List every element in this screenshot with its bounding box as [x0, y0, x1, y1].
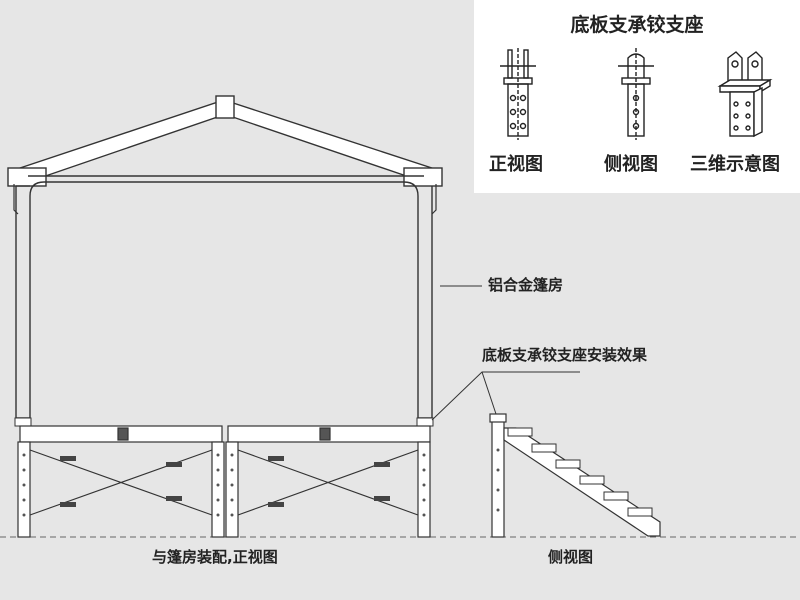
front-assembly-caption: 与篷房装配,正视图 [152, 548, 278, 566]
leg-holes [22, 453, 426, 517]
platform-legs [17, 441, 431, 538]
tent-roof [7, 95, 443, 187]
hinge-install-callout: 底板支承铰支座安装效果 [482, 346, 648, 364]
tent-foot-connectors [14, 417, 434, 427]
side-post-holes [496, 448, 500, 512]
3d-view-icon [717, 51, 773, 138]
leader-lines [431, 285, 580, 421]
front-view-icon [500, 48, 536, 140]
tent-frame [15, 181, 433, 419]
3d-view-label: 三维示意图 [690, 154, 780, 175]
inset-title: 底板支承铰支座 [570, 14, 704, 36]
side-view-steps [507, 427, 653, 517]
platform-deck [19, 425, 431, 443]
side-view-icon [618, 48, 654, 140]
side-view-caption: 侧视图 [548, 548, 594, 566]
side-view-label: 侧视图 [604, 154, 658, 175]
front-view-label: 正视图 [489, 154, 543, 175]
roof-end-hooks [13, 184, 437, 215]
brace-turnbuckles [60, 456, 390, 507]
tent-callout: 铝合金篷房 [488, 276, 564, 294]
